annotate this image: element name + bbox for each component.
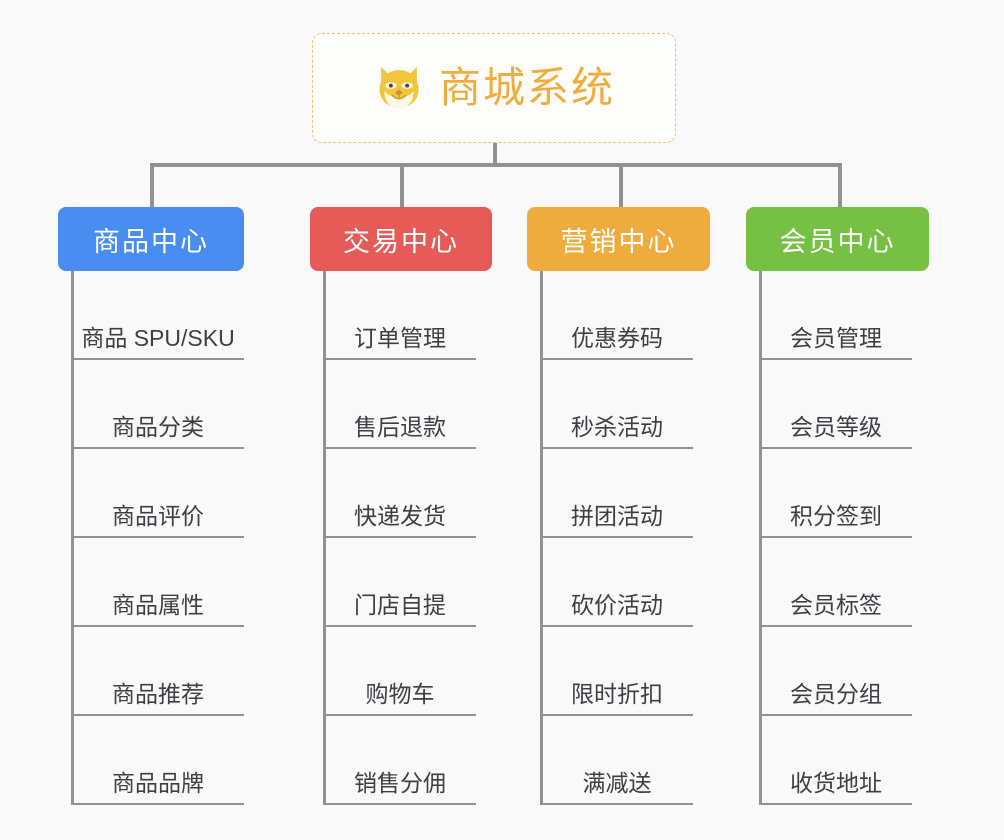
list-item-label: 购物车 bbox=[365, 680, 435, 707]
list-item[interactable]: 商品品牌 bbox=[72, 716, 244, 805]
branch-title-4: 会员中心 bbox=[779, 226, 896, 257]
branch-header-2[interactable]: 交易中心 bbox=[310, 207, 492, 271]
branch-title-2: 交易中心 bbox=[343, 226, 459, 257]
list-item[interactable]: 商品推荐 bbox=[72, 627, 244, 716]
list-item[interactable]: 商品分类 bbox=[72, 360, 244, 449]
list-item[interactable]: 会员管理 bbox=[760, 271, 912, 360]
branch-items-1: 商品 SPU/SKU 商品分类 商品评价 商品属性 商品推荐 商品品牌 bbox=[58, 271, 244, 805]
list-item[interactable]: 购物车 bbox=[324, 627, 476, 716]
list-item-label: 砍价活动 bbox=[571, 591, 663, 618]
list-item[interactable]: 拼团活动 bbox=[541, 449, 693, 538]
branch-items-2: 订单管理 售后退款 快递发货 门店自提 购物车 销售分佣 bbox=[310, 271, 476, 805]
list-item-label: 积分签到 bbox=[790, 502, 882, 529]
list-item[interactable]: 会员分组 bbox=[760, 627, 912, 716]
list-item-label: 收货地址 bbox=[790, 769, 882, 796]
list-item-label: 满减送 bbox=[582, 769, 652, 796]
branch-header-3[interactable]: 营销中心 bbox=[527, 207, 710, 271]
list-item[interactable]: 优惠券码 bbox=[541, 271, 693, 360]
branch-drop-connector-4 bbox=[838, 163, 842, 209]
branch-drop-connector-3 bbox=[619, 163, 623, 209]
branch-column-1: 商品中心 商品 SPU/SKU 商品分类 商品评价 商品属性 商品推荐 商品品牌 bbox=[58, 207, 244, 805]
list-item-label: 限时折扣 bbox=[571, 680, 663, 707]
branch-bus-connector bbox=[150, 163, 840, 167]
list-item[interactable]: 售后退款 bbox=[324, 360, 476, 449]
list-item-label: 门店自提 bbox=[354, 591, 446, 618]
list-item[interactable]: 商品 SPU/SKU bbox=[72, 271, 244, 360]
branch-header-1[interactable]: 商品中心 bbox=[58, 207, 244, 271]
list-item[interactable]: 门店自提 bbox=[324, 538, 476, 627]
list-item-label: 会员标签 bbox=[790, 591, 882, 618]
list-item[interactable]: 销售分佣 bbox=[324, 716, 476, 805]
root-title: 商城系统 bbox=[438, 64, 615, 111]
list-item-label: 商品属性 bbox=[112, 591, 204, 618]
list-item[interactable]: 商品评价 bbox=[72, 449, 244, 538]
branch-column-3: 营销中心 优惠券码 秒杀活动 拼团活动 砍价活动 限时折扣 满减送 bbox=[527, 207, 710, 805]
list-item[interactable]: 收货地址 bbox=[760, 716, 912, 805]
list-item[interactable]: 积分签到 bbox=[760, 449, 912, 538]
branch-title-3: 营销中心 bbox=[560, 226, 677, 257]
branch-column-4: 会员中心 会员管理 会员等级 积分签到 会员标签 会员分组 收货地址 bbox=[746, 207, 929, 805]
list-item-label: 优惠券码 bbox=[571, 324, 663, 351]
branch-column-2: 交易中心 订单管理 售后退款 快递发货 门店自提 购物车 销售分佣 bbox=[310, 207, 492, 805]
branch-title-1: 商品中心 bbox=[93, 226, 209, 257]
branch-trunk-4 bbox=[759, 271, 762, 805]
list-item-label: 会员管理 bbox=[790, 324, 882, 351]
list-item[interactable]: 快递发货 bbox=[324, 449, 476, 538]
root-stem-connector bbox=[493, 143, 497, 165]
list-item[interactable]: 会员标签 bbox=[760, 538, 912, 627]
list-item-label: 订单管理 bbox=[354, 324, 446, 351]
branch-trunk-1 bbox=[71, 271, 74, 805]
root-node[interactable]: 商城系统 bbox=[312, 33, 676, 143]
list-item-label: 快递发货 bbox=[354, 502, 446, 529]
list-item-label: 商品推荐 bbox=[112, 680, 204, 707]
branch-drop-connector-2 bbox=[400, 163, 404, 209]
list-item[interactable]: 满减送 bbox=[541, 716, 693, 805]
list-item[interactable]: 砍价活动 bbox=[541, 538, 693, 627]
list-item-label: 秒杀活动 bbox=[571, 413, 663, 440]
list-item-label: 商品评价 bbox=[112, 502, 204, 529]
list-item-label: 商品 SPU/SKU bbox=[81, 324, 235, 351]
list-item-label: 商品分类 bbox=[112, 413, 204, 440]
list-item-label: 销售分佣 bbox=[354, 769, 446, 796]
list-item-label: 商品品牌 bbox=[112, 769, 204, 796]
branch-drop-connector-1 bbox=[150, 163, 154, 209]
list-item-label: 售后退款 bbox=[354, 413, 446, 440]
list-item[interactable]: 会员等级 bbox=[760, 360, 912, 449]
list-item[interactable]: 商品属性 bbox=[72, 538, 244, 627]
shiba-dog-face-icon bbox=[379, 66, 419, 109]
list-item-label: 拼团活动 bbox=[571, 502, 663, 529]
branch-items-4: 会员管理 会员等级 积分签到 会员标签 会员分组 收货地址 bbox=[746, 271, 912, 805]
branch-items-3: 优惠券码 秒杀活动 拼团活动 砍价活动 限时折扣 满减送 bbox=[527, 271, 693, 805]
list-item-label: 会员分组 bbox=[790, 680, 882, 707]
branch-trunk-2 bbox=[323, 271, 326, 805]
list-item[interactable]: 限时折扣 bbox=[541, 627, 693, 716]
list-item-label: 会员等级 bbox=[790, 413, 882, 440]
list-item[interactable]: 订单管理 bbox=[324, 271, 476, 360]
list-item[interactable]: 秒杀活动 bbox=[541, 360, 693, 449]
branch-trunk-3 bbox=[540, 271, 543, 805]
branch-header-4[interactable]: 会员中心 bbox=[746, 207, 929, 271]
